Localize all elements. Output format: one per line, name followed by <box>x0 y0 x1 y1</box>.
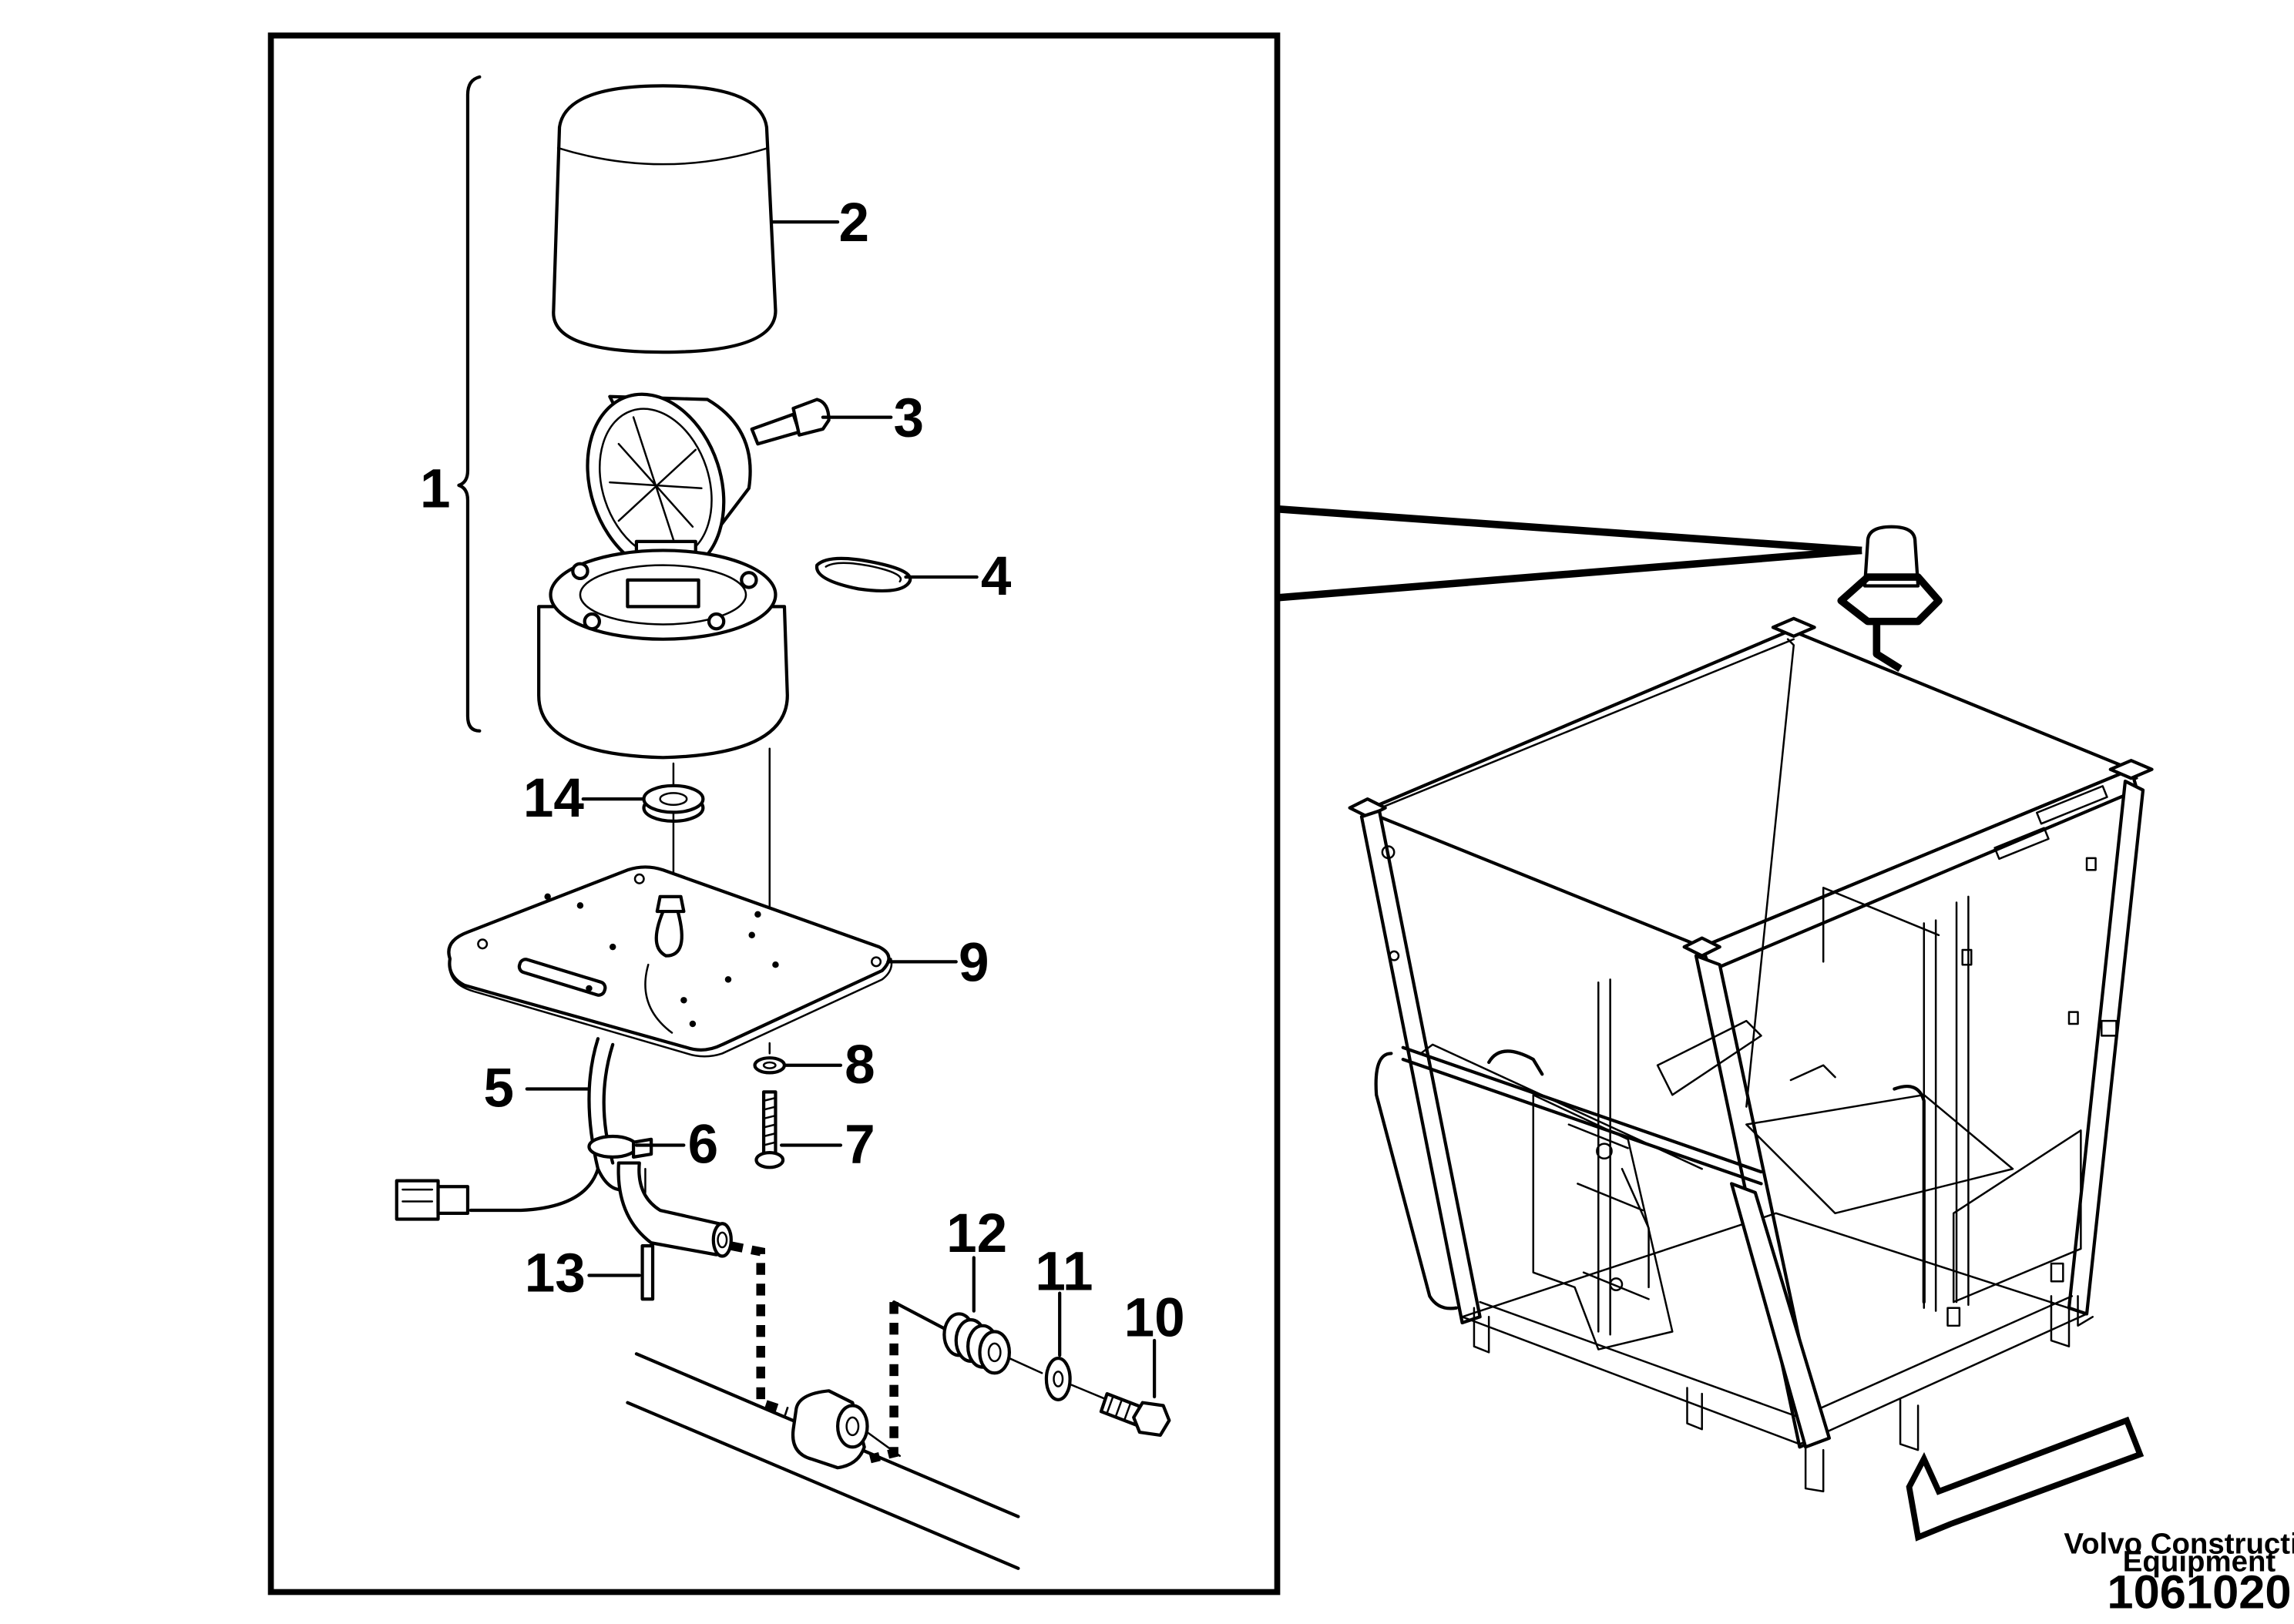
detail-frame <box>267 32 1281 1595</box>
callout-14: 14 <box>523 768 585 829</box>
callout-9: 9 <box>959 932 989 993</box>
direction-arrow <box>1906 1416 2145 1542</box>
leader-lines <box>525 220 1157 1399</box>
callout-4: 4 <box>981 546 1012 607</box>
drawing-number: 1061020 <box>2107 1566 2291 1619</box>
credit-line-1: Volvo Construction <box>2064 1528 2294 1561</box>
footer: Volvo Construction Equipment 1061020 <box>2064 1528 2294 1619</box>
lens-dome-part <box>552 84 778 354</box>
washer-part-8 <box>753 1056 787 1075</box>
callout-labels: 1 2 3 4 5 6 7 8 9 10 11 12 13 14 <box>420 193 1185 1348</box>
callout-7: 7 <box>845 1115 875 1176</box>
bulb-part <box>750 398 831 446</box>
callout-2: 2 <box>838 193 869 253</box>
plate-holes <box>477 873 882 1028</box>
callout-8: 8 <box>845 1035 875 1096</box>
bolt-part <box>1099 1392 1171 1438</box>
cable-part <box>395 1037 641 1221</box>
assembly-brace <box>457 75 482 733</box>
callout-11: 11 <box>1035 1242 1093 1303</box>
beacon-on-cab <box>1837 525 1943 673</box>
callout-6: 6 <box>688 1115 719 1176</box>
pin-part <box>640 1243 655 1301</box>
washer-part-11 <box>1008 1356 1108 1401</box>
callout-13: 13 <box>525 1243 586 1304</box>
callout-10: 10 <box>1124 1287 1185 1348</box>
callout-5: 5 <box>484 1059 515 1119</box>
belt-part <box>815 556 912 593</box>
arm-tube-part <box>616 1161 733 1258</box>
callout-3: 3 <box>894 388 925 449</box>
screw-part-7 <box>754 1042 785 1169</box>
mounting-plate-part <box>447 865 893 1058</box>
mounting-boss-part <box>791 1389 902 1470</box>
credit-line-2: Equipment <box>2123 1545 2276 1579</box>
callout-1: 1 <box>420 459 451 520</box>
cab-frame-view <box>1348 616 2154 1493</box>
zoom-connector <box>1277 505 1862 602</box>
beacon-base-part <box>537 549 789 760</box>
spring-part <box>942 1312 1012 1375</box>
callout-12: 12 <box>946 1203 1007 1264</box>
